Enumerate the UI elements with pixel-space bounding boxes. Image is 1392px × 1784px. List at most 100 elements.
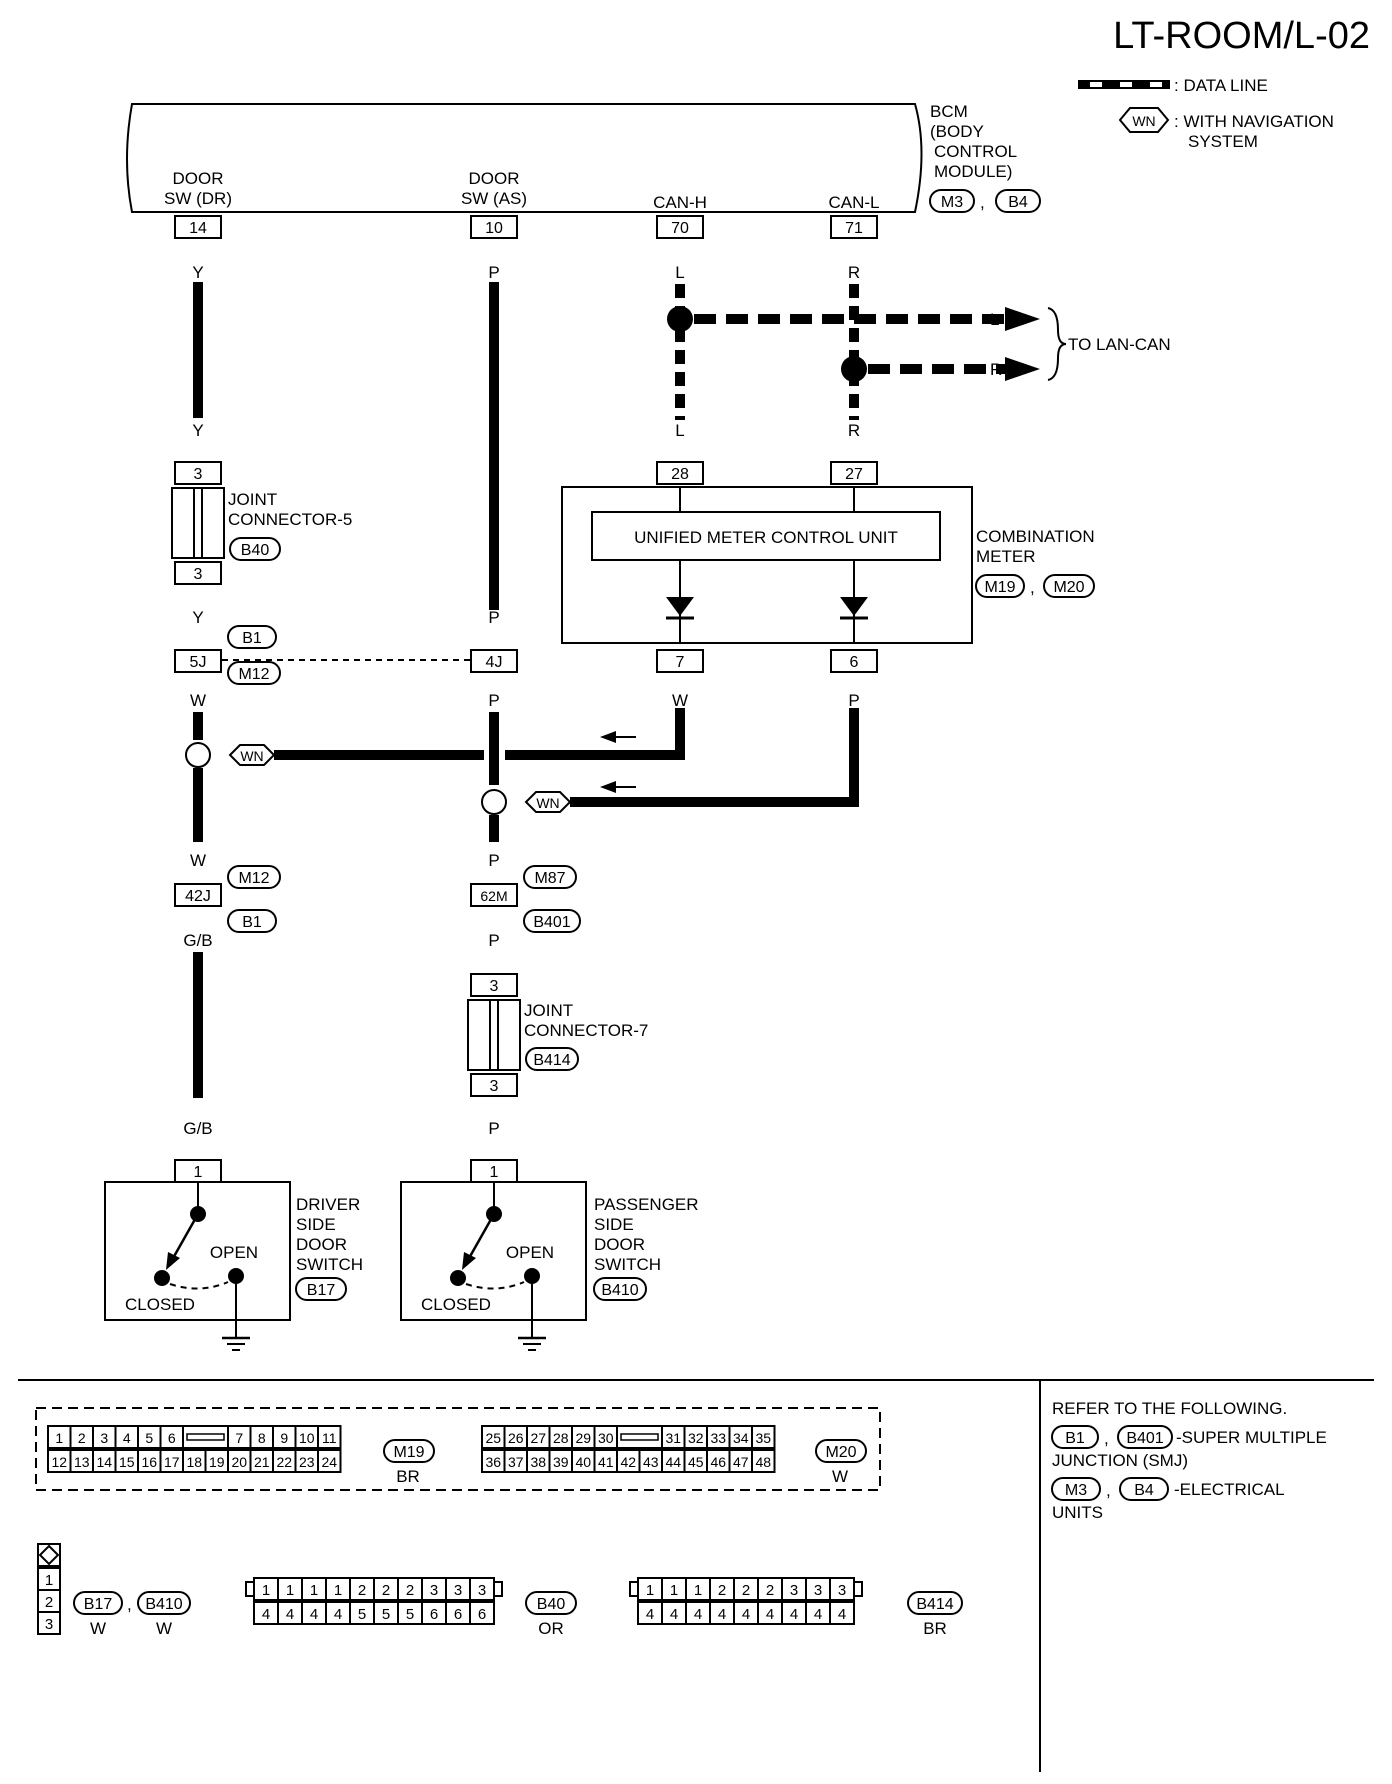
pin-number: 8 [258, 1430, 266, 1446]
splice-open-dr [185, 742, 211, 768]
splice-can-l [841, 356, 867, 382]
pin-box-62m [470, 883, 518, 907]
connector-key [182, 1425, 229, 1449]
pin-number: 19 [209, 1454, 225, 1470]
pin-number: 2 [766, 1582, 774, 1599]
bcm-label-2: (BODY [930, 122, 984, 141]
legend-data-line: : DATA LINE [1174, 76, 1268, 95]
pin-cell [317, 1425, 342, 1449]
wire-color-p-3: P [488, 691, 499, 710]
pin-number: 1 [694, 1582, 702, 1599]
data-line-gap [1090, 82, 1102, 87]
driver-open: OPEN [210, 1243, 258, 1262]
lan-l: L [990, 310, 999, 329]
wire-color-gb: G/B [183, 931, 212, 950]
pin-number: 27 [530, 1430, 546, 1446]
pin-number: 2 [45, 1594, 53, 1611]
conn-tag-b40-label: B40 [241, 542, 270, 559]
door-sw-as-label-2: SW (AS) [461, 189, 527, 208]
pin-number: 3 [45, 1616, 53, 1633]
conn-tag-m19-label: M19 [984, 579, 1015, 596]
connector-tab [493, 1581, 503, 1597]
pin-number: 21 [254, 1454, 270, 1470]
pin-number: 1 [310, 1582, 318, 1599]
connector-tab [853, 1581, 863, 1597]
pin-number: 34 [733, 1430, 749, 1446]
conn-tag-b410 [593, 1277, 647, 1301]
pin-number: 3 [790, 1582, 798, 1599]
conn-tag-m20-b-label: M20 [825, 1444, 856, 1461]
wire-color-p-meter: P [848, 691, 859, 710]
joint-connector-7: 3 3 JOINT CONNECTOR-7 B414 P [467, 973, 648, 1138]
bcm-label-3: CONTROL [934, 142, 1017, 161]
pin-cell [829, 1577, 855, 1601]
wire-p-nav: WN P [481, 708, 859, 870]
comma-5: , [1106, 1481, 1111, 1500]
pin-number: 2 [358, 1582, 366, 1599]
data-line-gap [1150, 82, 1162, 87]
wire-p: P P P [488, 263, 500, 785]
pin-number: 1 [262, 1582, 270, 1599]
pin-number: 4 [766, 1606, 774, 1623]
b17-color: W [90, 1619, 106, 1638]
wn-tag-as-label: WN [536, 795, 559, 811]
conn-tag-m87 [523, 865, 577, 889]
pin-number: 2 [718, 1582, 726, 1599]
pin-10: 10 [485, 220, 503, 237]
arrow-left-1 [600, 731, 616, 743]
pin-number: 39 [553, 1454, 569, 1470]
jc5-pin-box-bottom [174, 561, 222, 585]
sw-conn-key [37, 1543, 61, 1567]
wn-tag-symbol [1118, 107, 1170, 133]
passenger-closed: CLOSED [421, 1295, 491, 1314]
meter-body [561, 486, 973, 644]
pin-number: 36 [485, 1454, 501, 1470]
m19-m20-frame [35, 1407, 881, 1491]
pin-box-10 [470, 215, 518, 239]
wire-color-p-5: P [488, 931, 499, 950]
arrow-lan-l [1005, 307, 1040, 331]
conn-tag-m19 [975, 574, 1025, 598]
conn-tag-m19-b-label: M19 [393, 1444, 424, 1461]
pin-number: 3 [454, 1582, 462, 1599]
pin-cell [37, 1611, 61, 1635]
pin-cell [469, 1601, 495, 1625]
legend-with-nav: : WITH NAVIGATION [1174, 112, 1334, 131]
pin-box-71 [830, 215, 878, 239]
refer-tag-b401-label: B401 [1126, 1430, 1163, 1447]
pin-number: 16 [141, 1454, 157, 1470]
bcm-pins: 14 10 70 71 [174, 215, 878, 239]
b40-color: OR [538, 1619, 564, 1638]
conn-tag-b17-label: B17 [307, 1282, 336, 1299]
jc5-label: JOINT [228, 490, 277, 509]
pin-number: 4 [646, 1606, 654, 1623]
pin-number: 44 [665, 1454, 681, 1470]
arrow-lan-r [1005, 357, 1040, 381]
conn-tag-b410-label: B410 [601, 1282, 638, 1299]
connector-tab [629, 1581, 639, 1597]
conn-tag-m87-label: M87 [534, 870, 565, 887]
pin-number: 4 [334, 1606, 342, 1623]
conn-tag-b40 [229, 537, 281, 561]
switch-connector: 123 [37, 1567, 61, 1635]
pin-number: 4 [790, 1606, 798, 1623]
refer-tag-b4-label: B4 [1134, 1482, 1154, 1499]
pin-6: 6 [850, 654, 859, 671]
passenger-door-switch: 1 OPEN CLOSED PASSENGER SIDE DOOR SWITCH… [400, 1159, 699, 1351]
wn-tag-label: WN [1132, 113, 1155, 129]
data-line-gap [1120, 82, 1132, 87]
pin-number: 22 [276, 1454, 292, 1470]
pin-number: 2 [78, 1430, 86, 1446]
pin-number: 1 [646, 1582, 654, 1599]
jc5-label-2: CONNECTOR-5 [228, 510, 352, 529]
refer-tag-m3 [1051, 1477, 1101, 1501]
passenger-label-2: SIDE [594, 1215, 634, 1234]
m19-color: BR [396, 1467, 420, 1486]
pin-number: 40 [575, 1454, 591, 1470]
connector-key-slot [186, 1433, 225, 1441]
pin-7: 7 [676, 654, 685, 671]
pin-box-42j [174, 883, 222, 907]
wire-color-r: R [848, 263, 860, 282]
